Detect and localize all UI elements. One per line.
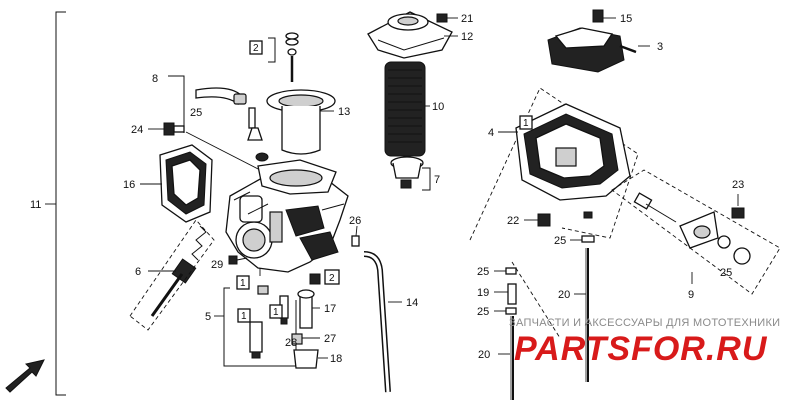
label-8: 8 xyxy=(152,73,158,85)
label-12: 12 xyxy=(461,31,473,43)
label-9: 9 xyxy=(688,289,694,301)
label-1-d: 1 xyxy=(523,118,529,129)
label-25-b: 25 xyxy=(554,235,566,247)
part-10-spring xyxy=(384,61,430,157)
watermark-caption: ЗАПЧАСТИ И АКСЕССУАРЫ ДЛЯ МОТОТЕХНИКИ xyxy=(509,317,780,329)
label-17: 17 xyxy=(324,303,336,315)
part-9-drain-assembly xyxy=(611,169,781,295)
label-14: 14 xyxy=(406,297,418,309)
watermark: ЗАПЧАСТИ И АКСЕССУАРЫ ДЛЯ МОТОТЕХНИКИ PA… xyxy=(509,317,780,368)
label-1-b: 1 xyxy=(241,311,247,322)
box-1-b xyxy=(237,308,251,323)
label-5: 5 xyxy=(205,311,211,323)
part-13-diaphragm xyxy=(266,89,336,155)
label-25-c: 25 xyxy=(720,267,732,279)
label-20-a: 20 xyxy=(558,289,570,301)
label-21: 21 xyxy=(461,13,473,25)
part-24-screw xyxy=(148,122,185,136)
part-8-choke-hose xyxy=(168,75,269,173)
box-2-top xyxy=(249,40,263,55)
box-1-d xyxy=(519,115,533,130)
part-14-tube xyxy=(363,251,402,393)
label-25-a: 25 xyxy=(190,107,202,119)
front-arrow-icon xyxy=(5,359,45,393)
part-20-rods xyxy=(498,248,589,400)
label-1-a: 1 xyxy=(240,278,246,289)
box-1-a xyxy=(236,275,250,290)
label-24: 24 xyxy=(131,124,143,136)
label-13: 13 xyxy=(338,106,350,118)
part-6-screw-assembly xyxy=(129,219,215,331)
box-1-c xyxy=(269,304,283,319)
part-3-float xyxy=(547,27,650,73)
bracket-11 xyxy=(45,11,66,396)
label-20-b: 20 xyxy=(478,349,490,361)
carburetor-body xyxy=(225,159,349,273)
label-15: 15 xyxy=(620,13,632,25)
part-12-top-cover xyxy=(367,11,458,59)
part-2-set-top xyxy=(268,32,299,82)
label-29: 29 xyxy=(211,259,223,271)
label-7: 7 xyxy=(434,174,440,186)
label-27: 27 xyxy=(324,333,336,345)
callout-labels: 11 8 25 24 16 6 29 5 2 13 1 1 1 2 17 28 … xyxy=(30,13,744,365)
box-2-mid xyxy=(324,269,340,285)
label-1-c: 1 xyxy=(273,307,279,318)
part-7-needle-holder xyxy=(390,156,431,191)
lower-jets-group xyxy=(223,268,328,369)
part-4-float-chamber xyxy=(469,87,639,241)
label-6: 6 xyxy=(135,266,141,278)
watermark-brand: PARTSFOR.RU xyxy=(514,330,768,368)
part-16-cover xyxy=(140,144,213,223)
label-10: 10 xyxy=(432,101,444,113)
part-29-screw xyxy=(228,255,248,265)
label-23: 23 xyxy=(732,179,744,191)
label-26: 26 xyxy=(349,215,361,227)
label-11: 11 xyxy=(30,199,41,211)
label-2-mid: 2 xyxy=(329,273,335,284)
label-28: 28 xyxy=(285,337,297,349)
label-25-d: 25 xyxy=(477,266,489,278)
bowl-screws xyxy=(524,211,595,243)
label-4: 4 xyxy=(488,127,494,139)
label-16: 16 xyxy=(123,179,135,191)
label-19: 19 xyxy=(477,287,489,299)
label-25-e: 25 xyxy=(477,306,489,318)
label-2-top: 2 xyxy=(253,43,259,54)
part-19-nozzle xyxy=(494,261,561,339)
part-15-screw xyxy=(592,9,616,23)
label-3: 3 xyxy=(657,41,663,53)
label-18: 18 xyxy=(330,353,342,365)
part-26-pin xyxy=(351,225,360,247)
label-22: 22 xyxy=(507,215,519,227)
